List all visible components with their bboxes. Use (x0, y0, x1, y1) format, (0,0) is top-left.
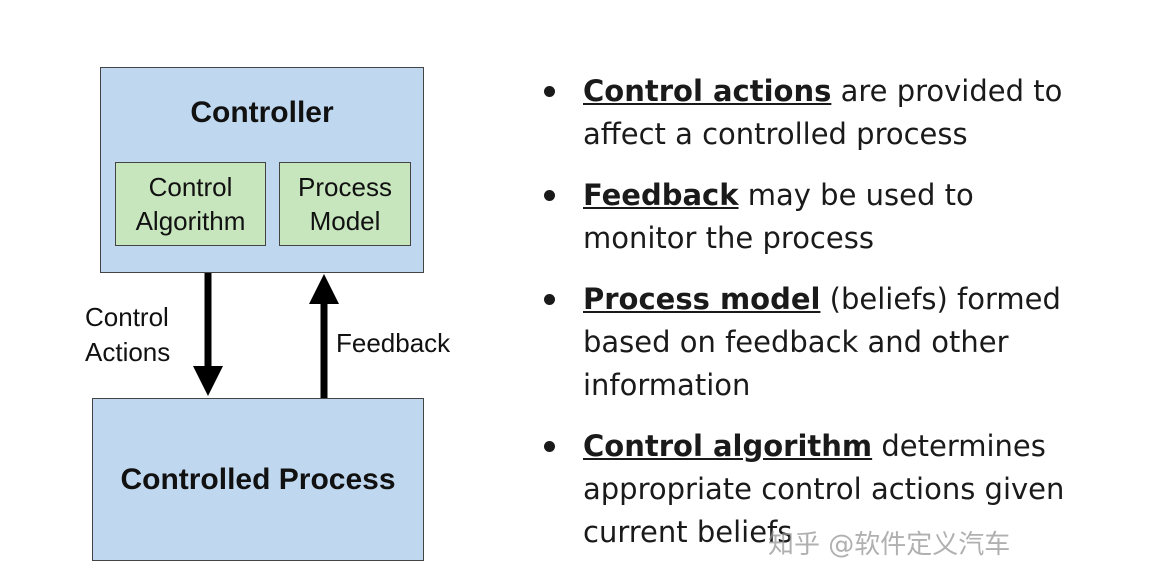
bullet-text: monitor the process (583, 221, 874, 255)
bullet-term: Feedback (583, 178, 739, 212)
bullet-term: Process model (583, 282, 821, 316)
bullet-text: based on feedback and other (583, 325, 1009, 359)
control-algorithm-line-1: Control (148, 172, 233, 202)
bullet-process-model: Process model (beliefs) formed based on … (540, 278, 1120, 407)
bullet-term: Control algorithm (583, 429, 873, 463)
bullet-dot-icon (544, 190, 555, 201)
bullet-text: (beliefs) formed (820, 282, 1061, 316)
watermark: 知乎 @软件定义汽车 (768, 530, 1011, 560)
feedback-label: Feedback (336, 328, 451, 358)
bullet-dot-icon (544, 86, 555, 97)
bullet-list: Control actions are provided to affect a… (540, 70, 1120, 572)
bullet-text: are provided to (831, 74, 1063, 108)
bullet-term: Control actions (583, 74, 832, 108)
bullet-feedback: Feedback may be used to monitor the proc… (540, 174, 1120, 260)
control-algorithm-line-2: Algorithm (135, 206, 246, 236)
bullet-control-actions: Control actions are provided to affect a… (540, 70, 1120, 156)
bullet-control-algorithm: Control algorithm determines appropriate… (540, 425, 1120, 554)
bullet-text: current beliefs (583, 515, 793, 549)
feedback-arrow (309, 274, 339, 398)
control-actions-line-2: Actions (85, 337, 171, 367)
process-model-box: Process Model (279, 162, 411, 246)
control-algorithm-box: Control Algorithm (115, 162, 266, 246)
bullet-dot-icon (544, 294, 555, 305)
controller-title: Controller (190, 96, 334, 129)
bullet-text: determines (872, 429, 1046, 463)
control-actions-arrow (193, 273, 223, 396)
process-model-line-2: Model (309, 206, 381, 236)
bullet-text: may be used to (738, 178, 974, 212)
control-actions-label: Control Actions (85, 300, 170, 370)
bullet-text: appropriate control actions given (583, 472, 1065, 506)
bullet-text: affect a controlled process (583, 117, 968, 151)
control-actions-line-1: Control (85, 302, 169, 332)
bullet-text: information (583, 368, 751, 402)
bullet-dot-icon (544, 441, 555, 452)
controlled-process-title: Controlled Process (120, 462, 396, 496)
controlled-process-box: Controlled Process (92, 398, 424, 561)
controller-box: Controller Control Algorithm Process Mod… (100, 67, 424, 273)
process-model-line-1: Process (298, 172, 392, 202)
